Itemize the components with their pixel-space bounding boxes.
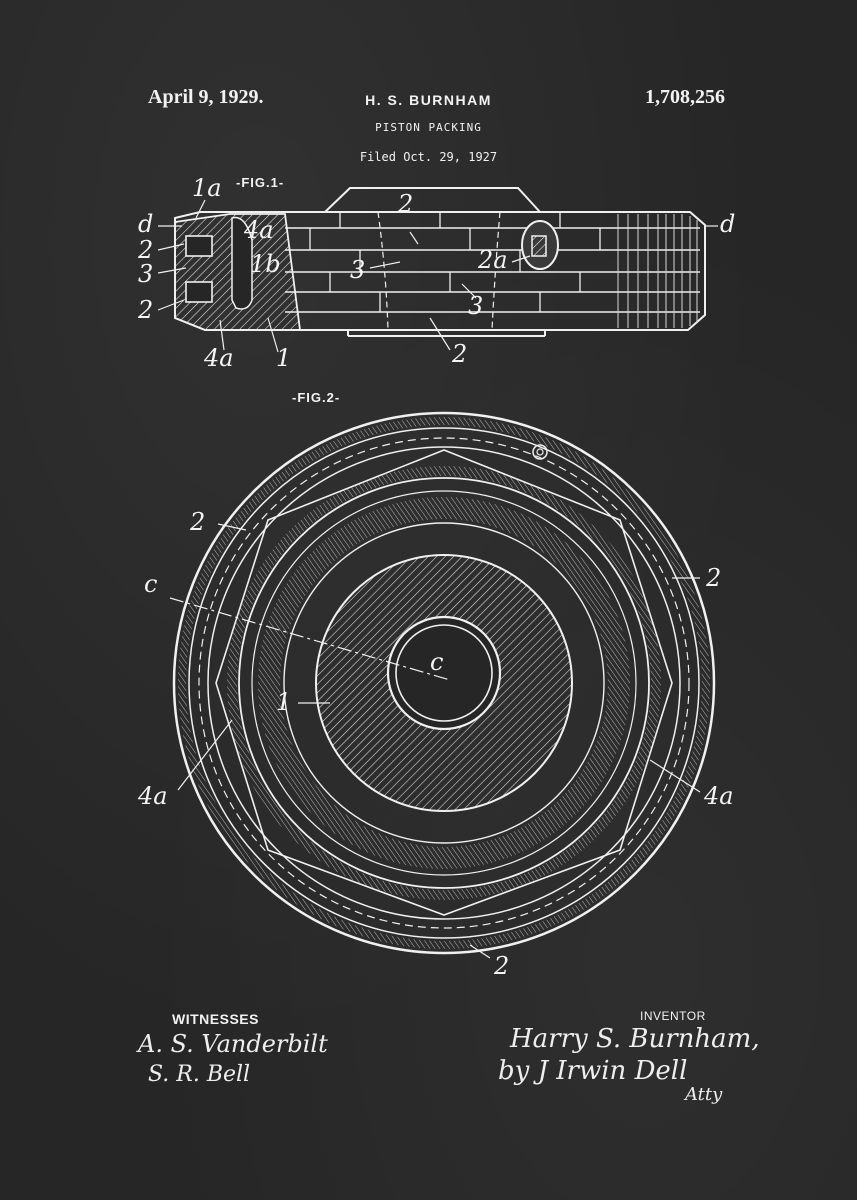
witness-signature-2: S. R. Bell	[148, 1062, 251, 1087]
fig2-ref-4a-right: 4a	[703, 782, 734, 810]
fig1-ref-2-bottom: 2	[451, 340, 467, 368]
fig2-ref-c-inner: c	[430, 648, 443, 676]
fig1-ref-2b: 2	[137, 296, 153, 324]
fig2-bolt	[532, 444, 548, 460]
fig1-ref-d-left: d	[138, 210, 153, 238]
fig2-polygon-segments	[215, 449, 673, 916]
fig2-label: -FIG.2-	[292, 390, 340, 405]
fig1-ref-2a: 2	[137, 236, 153, 264]
fig2-ref-1: 1	[276, 688, 291, 716]
fig1-ref-4a-top: 4a	[243, 216, 274, 244]
fig2-center-bore	[386, 615, 502, 731]
inventor-heading: INVENTOR	[640, 1009, 706, 1023]
fig1-ref-3-mid: 3	[350, 256, 365, 284]
patent-number: 1,708,256	[645, 86, 725, 108]
fig2-ref-2-bottom: 2	[493, 952, 509, 980]
inventor-signature: Harry S. Burnham,	[510, 1024, 760, 1054]
attorney-suffix: Atty	[685, 1084, 723, 1105]
patent-date: April 9, 1929.	[148, 86, 264, 108]
fig1-top-hub	[324, 187, 541, 213]
filed-date: Filed Oct. 29, 1927	[359, 150, 498, 164]
fig1-ref-3-right: 3	[468, 292, 483, 320]
fig1-ref-1: 1	[276, 344, 291, 372]
fig2-ref-2-upper-left: 2	[189, 508, 205, 536]
figure-2: -FIG.2-	[137, 390, 734, 980]
attorney-signature: by J Irwin Dell	[498, 1056, 688, 1086]
fig1-ref-d-right: d	[720, 210, 735, 238]
fig1-ref-1a: 1a	[192, 174, 222, 202]
fig2-outer-ring	[172, 411, 716, 955]
fig1-label: -FIG.1-	[236, 175, 284, 190]
fig1-ref-4a-bottom: 4a	[203, 344, 234, 372]
fig2-ref-4a-left: 4a	[137, 782, 168, 810]
fig1-ref-2a-plug: 2a	[477, 246, 508, 274]
figure-1: -FIG.1-	[137, 174, 735, 372]
patent-title: PISTON PACKING	[375, 121, 482, 134]
inventor-name-header: H. S. BURNHAM	[365, 92, 492, 108]
fig2-packing-ring	[258, 497, 630, 869]
fig2-ref-2-right: 2	[705, 564, 721, 592]
fig1-ref-2-top: 2	[397, 190, 413, 218]
fig1-ref-1b: 1b	[250, 250, 281, 278]
witness-signature-1: A. S. Vanderbilt	[138, 1030, 328, 1058]
fig2-ref-c-outer: c	[144, 570, 157, 598]
fig1-ref-3a: 3	[138, 260, 153, 288]
witnesses-heading: WITNESSES	[172, 1011, 259, 1027]
